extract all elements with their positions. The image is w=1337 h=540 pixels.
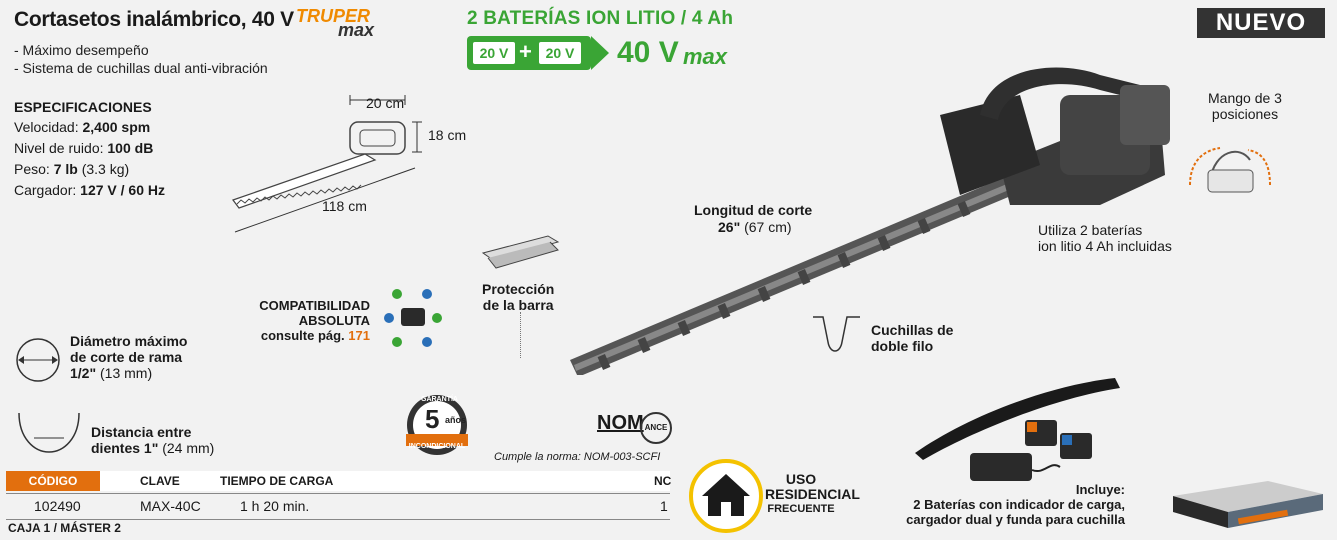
td-code: 102490 xyxy=(34,498,81,514)
cut-length-title: Longitud de corte xyxy=(694,202,813,218)
home-icon xyxy=(689,459,763,533)
product-title: Cortasetos inalámbrico, 40 V xyxy=(14,8,294,31)
battery-cell-2: 20 V xyxy=(538,41,582,65)
bar-protection-image xyxy=(481,235,560,269)
ance-mark: ANCE xyxy=(640,412,672,444)
specs-heading: ESPECIFICACIONES xyxy=(14,99,152,115)
warranty-seal-icon xyxy=(406,395,468,455)
batteries-charger-image xyxy=(970,420,1092,481)
callout-line xyxy=(520,312,522,358)
warranty-number: 5 xyxy=(425,404,440,434)
th-nc: NC xyxy=(654,474,672,488)
brand-logo-sub: max xyxy=(338,20,375,40)
warranty-top: GARANTÍA xyxy=(421,396,458,403)
teeth-distance-text: Distancia entre dientes 1" (24 mm) xyxy=(91,424,215,456)
divider xyxy=(6,519,670,520)
td-clave: MAX-40C xyxy=(140,498,201,514)
battery-title: 2 BATERÍAS ION LITIO / 4 Ah xyxy=(467,8,734,29)
battery-cell-1: 20 V xyxy=(472,41,516,65)
branch-diameter-icon xyxy=(16,338,60,382)
spec-row: Velocidad: 2,400 spm xyxy=(14,119,151,135)
dimension-drawing xyxy=(232,95,422,233)
branch-diameter-text: Diámetro máximo de corte de rama 1/2" (1… xyxy=(70,333,188,381)
usage-label: USO RESIDENCIAL FRECUENTE xyxy=(765,471,860,516)
cut-length-value: 26" (67 cm) xyxy=(718,219,792,235)
th-code: CÓDIGO xyxy=(6,471,100,491)
table-row: 102490 MAX-40C 1 h 20 min. 1 xyxy=(6,493,670,519)
spec-row: Nivel de ruido: 100 dB xyxy=(14,140,154,156)
warranty-unit: años xyxy=(445,415,467,425)
th-tiempo: TIEMPO DE CARGA xyxy=(220,474,334,488)
battery-total-sub: max xyxy=(683,44,728,69)
double-blade-icon xyxy=(813,316,860,352)
nom-text: Cumple la norma: NOM-003-SCFI xyxy=(494,451,661,463)
teeth-distance-icon xyxy=(18,412,80,453)
compatibility-icon xyxy=(384,289,442,347)
battery-plus: + xyxy=(519,39,532,64)
table-header: CÓDIGO CLAVE TIEMPO DE CARGA NC xyxy=(6,471,672,491)
divider xyxy=(6,493,670,494)
new-badge: NUEVO xyxy=(1197,8,1325,38)
compat-text: COMPATIBILIDAD ABSOLUTA consulte pág. 17… xyxy=(259,298,370,343)
dim-height: 18 cm xyxy=(428,127,467,143)
brand-logo: TRUPER xyxy=(296,6,371,26)
product-box-image xyxy=(1173,481,1323,528)
spec-row: Cargador: 127 V / 60 Hz xyxy=(14,182,165,198)
battery-total: 40 V xyxy=(617,36,679,69)
feature-item: - Sistema de cuchillas dual anti-vibraci… xyxy=(14,60,268,76)
td-nc: 1 xyxy=(660,498,668,514)
includes-text: Incluye: 2 Baterías con indicador de car… xyxy=(906,482,1125,527)
handle-positions-icon xyxy=(1189,147,1271,193)
dim-length: 118 cm xyxy=(322,198,367,214)
dim-width: 20 cm xyxy=(366,95,405,111)
blade-cover-image xyxy=(915,378,1120,460)
feature-item: - Máximo desempeño xyxy=(14,42,149,58)
box-info: CAJA 1 / MÁSTER 2 xyxy=(8,521,121,535)
td-tiempo: 1 h 20 min. xyxy=(240,498,310,514)
spec-row: Peso: 7 lb (3.3 kg) xyxy=(14,161,130,177)
th-clave: CLAVE xyxy=(140,474,180,488)
arrow-icon xyxy=(591,36,609,70)
nom-mark: NOM xyxy=(597,412,644,434)
hedge-trimmer-image xyxy=(570,67,1170,375)
warranty-bottom: INCONDICIONAL xyxy=(408,443,466,450)
